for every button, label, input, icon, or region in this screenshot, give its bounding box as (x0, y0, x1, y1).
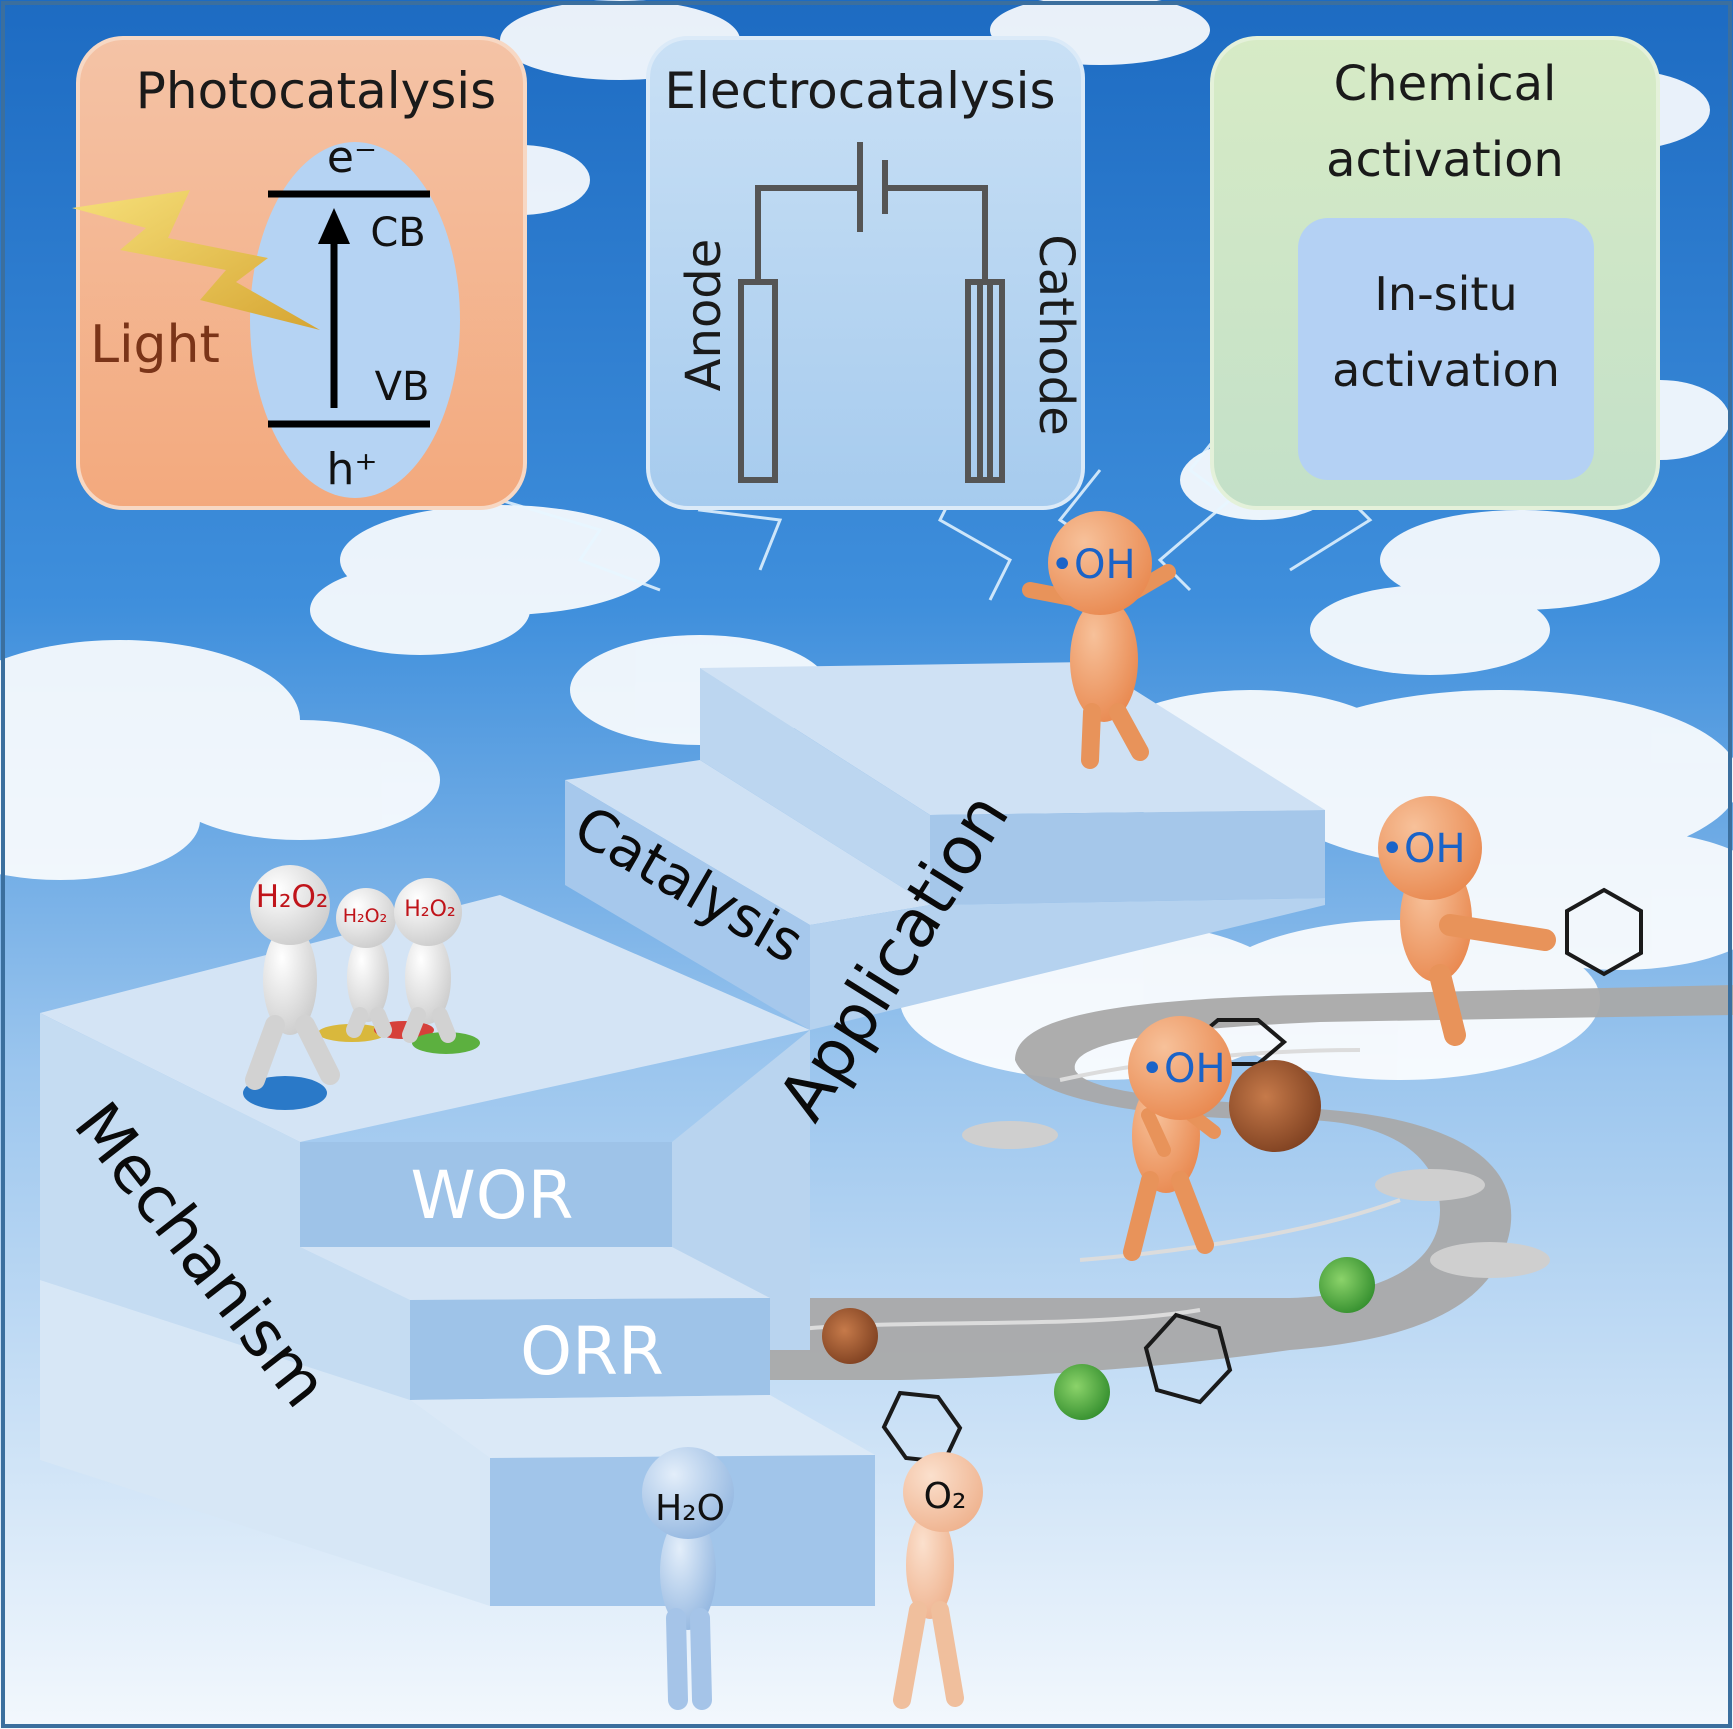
anode-label: Anode (676, 239, 732, 392)
step-top-surface (565, 760, 930, 925)
o2-figure (893, 1452, 983, 1709)
step-front (930, 810, 1325, 905)
circuit-diagram (738, 142, 1005, 483)
oh-figure-right (1378, 796, 1556, 1046)
virus-icon (1054, 1364, 1110, 1420)
oh-label: •OH (1140, 1046, 1225, 1092)
puzzle-piece-blue (243, 1076, 327, 1110)
benzene-icon (1565, 887, 1643, 977)
virus-icon (1319, 1257, 1375, 1313)
anode-electrode (738, 279, 778, 483)
in-situ-line1: In-situ (1374, 267, 1517, 321)
step-side (700, 668, 930, 905)
chemical-title-line2: activation (1326, 132, 1564, 188)
step-wall (810, 898, 1325, 1030)
step-side-left (40, 1280, 490, 1606)
h2o2-figure-a (245, 865, 340, 1090)
electrocatalysis-title: Electrocatalysis (664, 62, 1055, 120)
h2o2-label: H₂O₂ (404, 897, 456, 922)
band-ellipse (250, 142, 460, 498)
step-wor-face (300, 1142, 672, 1247)
benzene-icon (1143, 1312, 1233, 1405)
step-top-surface (300, 1247, 770, 1300)
electrocatalysis-panel: Electrocatalysis Anode Cathode (646, 36, 1085, 510)
cb-label: CB (370, 210, 425, 256)
orr-label: ORR (520, 1313, 664, 1390)
h2o2-figure-b (336, 888, 396, 1038)
step-orr-face (410, 1298, 770, 1400)
oh-label: •OH (1050, 542, 1135, 588)
light-label: Light (90, 315, 220, 375)
wor-label: WOR (410, 1157, 573, 1234)
puzzle-piece-green (412, 1032, 480, 1054)
viruses (822, 1060, 1375, 1420)
chemical-activation-panel: Chemical activation In-situ activation (1210, 36, 1660, 510)
hole-label: h⁺ (326, 444, 377, 495)
electron-label: e⁻ (327, 132, 377, 183)
h2o2-figure-c (394, 878, 462, 1043)
photocatalysis-panel: Photocatalysis e⁻ CB VB h⁺ Light (72, 36, 527, 510)
step-catalysis-face (565, 780, 810, 1030)
cathode-electrode (965, 279, 1005, 483)
step-top-surface (700, 662, 1325, 815)
cathode-label: Cathode (1028, 234, 1084, 436)
oh-figure-middle (1123, 1016, 1232, 1261)
h2o2-label: H₂O₂ (256, 879, 329, 915)
oh-label: •OH (1380, 826, 1465, 872)
step-side-left (40, 1013, 410, 1400)
arrow-head-icon (318, 208, 350, 244)
lightning-bolt-icon (72, 190, 320, 330)
in-situ-line2: activation (1332, 343, 1560, 397)
h2o-label: H₂O (655, 1488, 725, 1529)
virus-icon (1229, 1060, 1321, 1152)
h2o2-label: H₂O₂ (343, 905, 387, 927)
photocatalysis-title: Photocatalysis (136, 62, 496, 120)
h2o-figure (642, 1447, 734, 1710)
oh-figure-top (1022, 511, 1176, 769)
chemical-title-line1: Chemical (1334, 56, 1557, 112)
step-top-surface (410, 1395, 875, 1458)
o2-label: O₂ (924, 1476, 967, 1517)
virus-icon (822, 1308, 878, 1364)
vb-label: VB (375, 364, 430, 410)
in-situ-box (1298, 218, 1594, 480)
